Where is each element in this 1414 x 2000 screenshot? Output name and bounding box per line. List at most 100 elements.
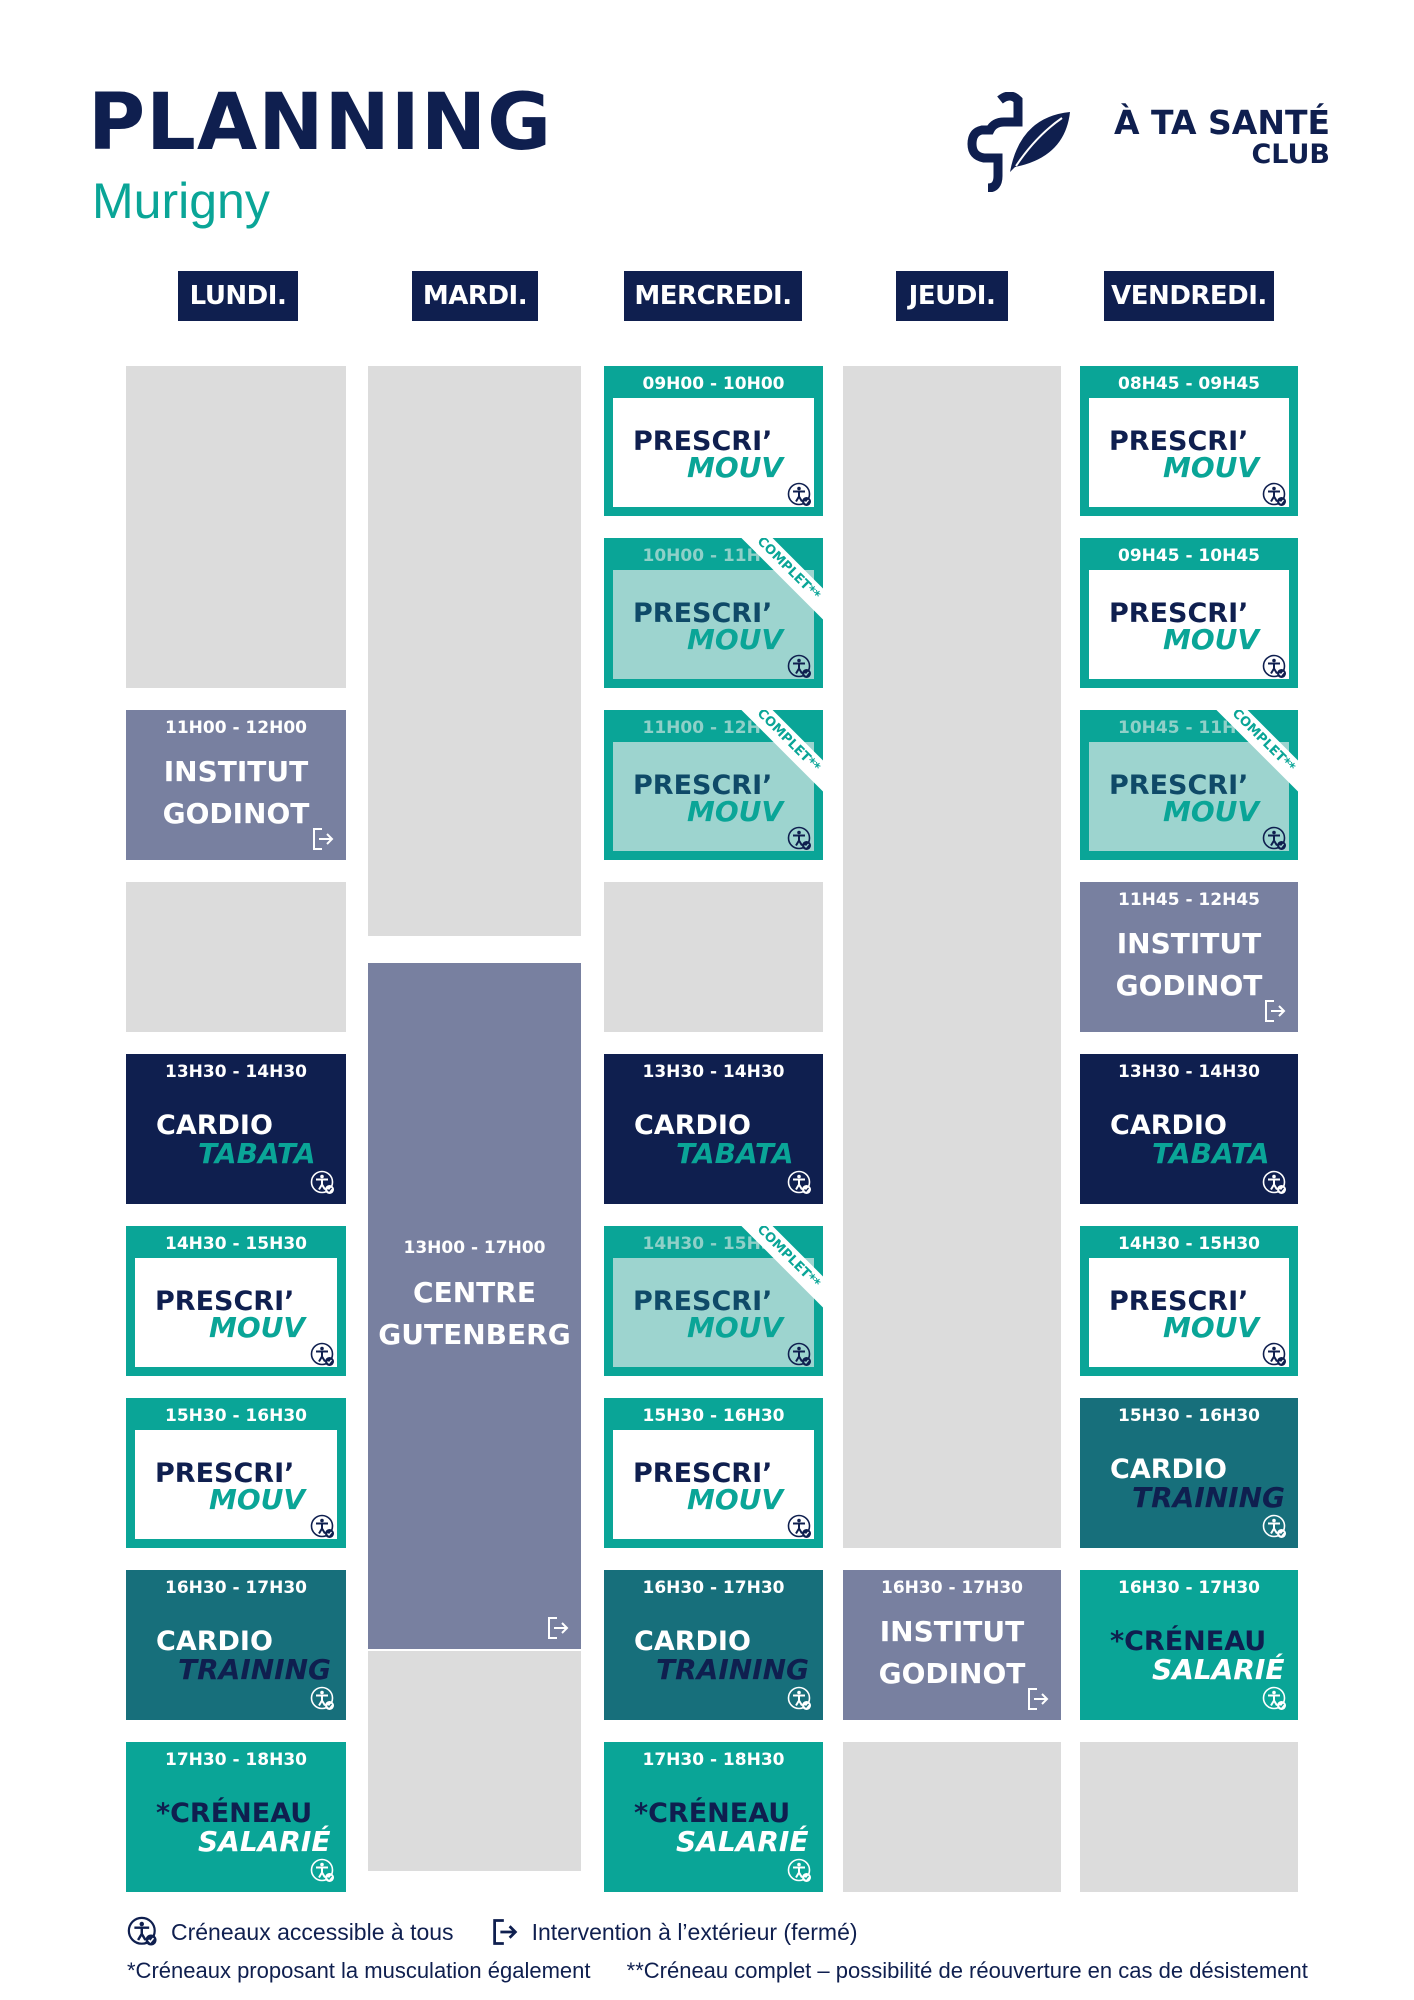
slot-title: PRESCRI’ — [633, 598, 773, 629]
empty-slot — [126, 366, 346, 688]
club-logo: À TA SANTÉ CLUB — [960, 92, 1330, 192]
exit-icon — [1265, 1000, 1286, 1022]
slot-subtitle: TABATA — [676, 1137, 794, 1170]
card-inner — [613, 398, 814, 507]
slot-time: 11H45 - 12H45 — [1118, 890, 1260, 910]
accessibility-icon — [1262, 482, 1286, 506]
slot-title: *CRÉNEAU — [156, 1798, 313, 1829]
slot-title: CARDIO — [634, 1626, 751, 1657]
day-header-0: LUNDI. — [178, 271, 298, 321]
slot-subtitle: MOUV — [687, 451, 784, 484]
legend-external: Intervention à l’extérieur (fermé) — [531, 1918, 858, 1945]
slot-time: 13H30 - 14H30 — [165, 1062, 307, 1082]
slot-time: 17H30 - 18H30 — [165, 1750, 307, 1770]
card-inner — [613, 1430, 814, 1539]
slot-subtitle: TABATA — [1152, 1137, 1270, 1170]
accessibility-icon — [310, 1858, 334, 1882]
card-inner — [613, 742, 814, 851]
slot-subtitle: MOUV — [1163, 451, 1260, 484]
slot-title: PRESCRI’ — [1109, 770, 1249, 801]
card-inner — [613, 570, 814, 679]
accessibility-icon — [1262, 1342, 1286, 1366]
slot-title: *CRÉNEAU — [634, 1798, 791, 1829]
accessibility-icon — [127, 1916, 157, 1946]
logo-line1: À TA SANTÉ — [1114, 103, 1330, 142]
slot-subtitle: MOUV — [209, 1483, 306, 1516]
prescri-slot-card[interactable]: PRESCRI’MOUV 08H45 - 09H45 — [1080, 366, 1298, 516]
institut-slot-card[interactable]: INSTITUT GODINOT 11H00 - 12H00 — [126, 710, 346, 860]
logo-line2: CLUB — [1251, 139, 1330, 170]
card-inner — [1089, 570, 1289, 679]
slot-title: CARDIO — [156, 1626, 273, 1657]
card-inner — [1089, 398, 1289, 507]
slot-time: 11H00 - 12H00 — [165, 718, 307, 738]
location-subtitle: Murigny — [92, 173, 270, 229]
accessibility-icon — [1262, 826, 1286, 850]
slot-subtitle: GODINOT — [162, 797, 310, 830]
empty-slot — [1080, 1742, 1298, 1892]
accessibility-icon — [787, 1514, 811, 1538]
slot-title: INSTITUT — [163, 755, 309, 788]
day-header-1: MARDI. — [412, 271, 538, 321]
slot-time: 10H45 - 11H45 — [1118, 718, 1260, 738]
slot-subtitle: MOUV — [209, 1311, 306, 1344]
slot-subtitle: SALARIÉ — [198, 1825, 331, 1858]
slot-time: 14H30 - 15H30 — [1118, 1234, 1260, 1254]
slot-subtitle: MOUV — [687, 795, 784, 828]
legend: Créneaux accessible à tous Intervention … — [127, 1916, 858, 1948]
accessibility-icon — [787, 1342, 811, 1366]
slot-title: PRESCRI’ — [633, 770, 773, 801]
slot-title: PRESCRI’ — [1109, 1286, 1249, 1317]
accessibility-icon — [1262, 1514, 1286, 1538]
slot-title: CARDIO — [1110, 1110, 1227, 1141]
slot-subtitle: GODINOT — [1115, 969, 1263, 1002]
footnotes: *Créneaux proposant la musculation égale… — [127, 1958, 1338, 1984]
slot-time: 08H45 - 09H45 — [1118, 374, 1260, 394]
accessibility-icon — [1262, 1686, 1286, 1710]
accessibility-icon — [310, 1514, 334, 1538]
empty-slot — [126, 882, 346, 1032]
slot-subtitle: MOUV — [1163, 623, 1260, 656]
slot-time: 13H30 - 14H30 — [642, 1062, 785, 1082]
slot-title: PRESCRI’ — [1109, 426, 1249, 457]
day-header-3: JEUDI. — [896, 271, 1008, 321]
slot-time: 10H00 - 11H00 — [642, 546, 785, 566]
slot-subtitle: MOUV — [687, 1311, 784, 1344]
slot-title: CARDIO — [634, 1110, 751, 1141]
note-musculation: *Créneaux proposant la musculation égale… — [127, 1958, 591, 1983]
exit-icon — [492, 1919, 517, 1945]
slot-time: 16H30 - 17H30 — [1118, 1578, 1260, 1598]
card-inner — [1089, 742, 1289, 851]
slot-subtitle: TRAINING — [656, 1653, 810, 1686]
slot-title: PRESCRI’ — [633, 1286, 773, 1317]
slot-time: 11H00 - 12H00 — [642, 718, 785, 738]
exit-icon — [1028, 1688, 1049, 1710]
empty-slot — [843, 1742, 1061, 1892]
slot-subtitle: SALARIÉ — [676, 1825, 809, 1858]
slot-time: 09H00 - 10H00 — [642, 374, 785, 394]
accessibility-icon — [1262, 1170, 1286, 1194]
accessibility-icon — [787, 1686, 811, 1710]
